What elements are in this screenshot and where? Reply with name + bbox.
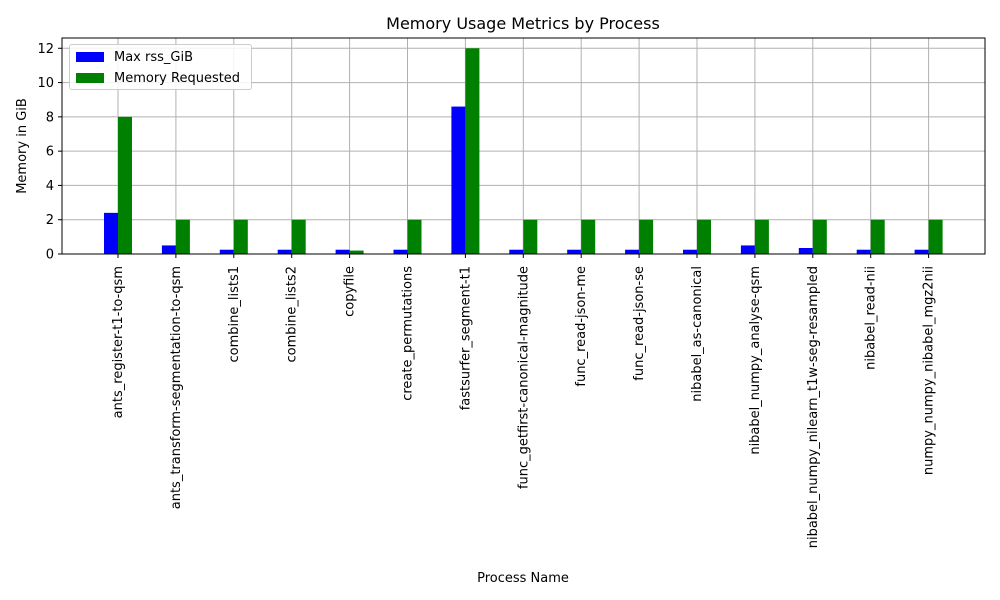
x-tick-label: fastsurfer_segment-t1 bbox=[458, 266, 473, 410]
bar-max-rss bbox=[104, 212, 118, 254]
bar-memory-requested bbox=[465, 48, 480, 255]
bar-max-rss bbox=[161, 245, 176, 254]
legend-swatch-memory-requested bbox=[76, 73, 104, 83]
bar-max-rss bbox=[798, 248, 813, 254]
y-axis: 0 2 4 6 8 10 12 bbox=[37, 42, 62, 263]
y-tick-label: 10 bbox=[37, 76, 54, 91]
bar-memory-requested bbox=[118, 116, 132, 254]
bar-max-rss bbox=[683, 249, 697, 254]
bar-memory-requested bbox=[407, 219, 422, 254]
y-tick-label: 6 bbox=[46, 145, 54, 160]
x-tick-label: combine_lists2 bbox=[285, 266, 300, 363]
x-tick-label: combine_lists1 bbox=[227, 266, 242, 363]
bar-max-rss bbox=[277, 249, 292, 254]
x-tick-label: ants_register-t1-to-qsm bbox=[111, 266, 126, 418]
bar-max-rss bbox=[219, 249, 234, 254]
y-tick-label: 12 bbox=[37, 42, 54, 57]
bar-max-rss bbox=[509, 249, 524, 254]
legend-label-memory-requested: Memory Requested bbox=[114, 70, 241, 86]
bars bbox=[104, 48, 943, 255]
x-tick-label: nibabel_as-canonical bbox=[690, 266, 705, 402]
x-axis: ants_register-t1-to-qsm ants_transform-se… bbox=[111, 254, 937, 548]
y-tick-label: 8 bbox=[46, 110, 54, 125]
y-axis-label: Memory in GiB bbox=[15, 98, 30, 194]
bar-memory-requested bbox=[581, 219, 596, 254]
x-tick-label: nibabel_numpy_nilearn_t1w-seg-resampled bbox=[806, 266, 821, 548]
x-tick-label: ants_transform-segmentation-to-qsm bbox=[169, 266, 184, 509]
bar-max-rss bbox=[740, 245, 755, 254]
legend: Max rss_GiB Memory Requested bbox=[69, 44, 252, 90]
legend-item-memory-requested: Memory Requested bbox=[76, 68, 240, 88]
y-tick-label: 0 bbox=[46, 248, 54, 263]
bar-memory-requested bbox=[928, 219, 943, 254]
bar-memory-requested bbox=[523, 219, 538, 254]
x-tick-label: func_read-json-se bbox=[632, 266, 647, 381]
bar-memory-requested bbox=[754, 219, 769, 254]
x-tick-label: copyfile bbox=[343, 266, 358, 317]
x-tick-label: func_read-json-me bbox=[574, 266, 589, 387]
bar-max-rss bbox=[393, 249, 408, 254]
bar-max-rss bbox=[625, 249, 640, 254]
y-tick-label: 2 bbox=[46, 213, 54, 228]
bar-max-rss bbox=[914, 249, 929, 254]
x-tick-label: create_permutations bbox=[401, 266, 416, 401]
bar-memory-requested bbox=[812, 219, 827, 254]
bar-memory-requested bbox=[291, 219, 306, 254]
legend-label-max-rss: Max rss_GiB bbox=[114, 49, 194, 65]
x-tick-label: nibabel_numpy_analyse-qsm bbox=[748, 266, 763, 455]
x-axis-label: Process Name bbox=[477, 571, 569, 586]
bar-memory-requested bbox=[233, 219, 248, 254]
bar-max-rss bbox=[335, 249, 350, 254]
bar-memory-requested bbox=[639, 219, 654, 254]
x-tick-label: func_getfirst-canonical-magnitude bbox=[516, 266, 531, 489]
bar-memory-requested bbox=[175, 219, 190, 254]
bar-max-rss bbox=[856, 249, 871, 254]
y-tick-label: 4 bbox=[46, 179, 54, 194]
x-tick-label: nibabel_read-nii bbox=[864, 266, 879, 370]
bar-memory-requested bbox=[870, 219, 885, 254]
bar-memory-requested bbox=[697, 219, 711, 254]
legend-swatch-max-rss bbox=[76, 52, 104, 62]
bar-max-rss bbox=[567, 249, 582, 254]
bar-max-rss bbox=[451, 106, 466, 254]
legend-item-max-rss: Max rss_GiB bbox=[76, 47, 193, 67]
chart-title: Memory Usage Metrics by Process bbox=[386, 14, 660, 33]
x-tick-label: numpy_numpy_nibabel_mgz2nii bbox=[922, 266, 937, 475]
bar-memory-requested bbox=[349, 250, 364, 254]
